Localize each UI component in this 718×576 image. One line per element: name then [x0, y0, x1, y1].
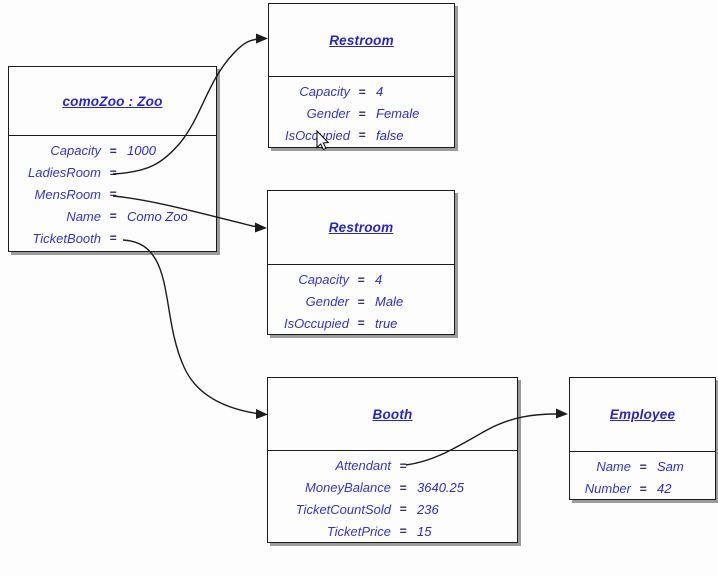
attr-value: Como Zoo: [127, 208, 188, 224]
attr-row-ladiesroom[interactable]: LadiesRoom =: [9, 162, 216, 184]
attr-row-gender[interactable]: Gender = Female: [269, 103, 454, 125]
attr-row-attendant[interactable]: Attendant =: [268, 455, 517, 477]
attr-name: IsOccupied: [284, 127, 350, 143]
attr-row-capacity[interactable]: Capacity = 4: [268, 269, 454, 291]
object-title[interactable]: Restroom: [329, 32, 394, 48]
attr-row-ticketprice[interactable]: TicketPrice = 15: [268, 520, 517, 542]
equals-sign: =: [639, 459, 647, 474]
equals-sign: =: [399, 480, 407, 495]
attr-value: Female: [376, 106, 420, 122]
object-title[interactable]: Booth: [372, 406, 413, 422]
object-box-employee[interactable]: Employee Name = Sam Number = 42: [569, 377, 716, 500]
equals-sign: =: [357, 272, 365, 287]
attr-row-capacity[interactable]: Capacity = 1000: [9, 140, 216, 162]
attr-value: Sam: [657, 459, 684, 475]
attr-name: Number: [584, 481, 631, 497]
equals-sign: =: [109, 143, 117, 158]
object-box-comozoo[interactable]: comoZoo : Zoo Capacity = 1000 LadiesRoom…: [8, 66, 217, 252]
title-compartment: comoZoo : Zoo: [9, 67, 216, 136]
ticketbooth-link[interactable]: [122, 239, 268, 419]
attr-name: Capacity: [298, 272, 349, 288]
title-compartment: Employee: [570, 378, 715, 452]
attr-value: 1000: [127, 143, 156, 159]
attr-name: Gender: [306, 106, 350, 122]
object-box-restroom-male[interactable]: Restroom Capacity = 4 Gender = Male IsOc…: [267, 190, 455, 335]
attr-row-capacity[interactable]: Capacity = 4: [269, 81, 454, 103]
equals-sign: =: [109, 209, 117, 224]
attribute-compartment: Capacity = 4 Gender = Male IsOccupied = …: [268, 265, 454, 334]
object-title[interactable]: comoZoo : Zoo: [62, 93, 163, 109]
attr-value: 42: [657, 481, 672, 497]
equals-sign: =: [639, 481, 647, 496]
equals-sign: =: [399, 502, 407, 517]
attr-value: 3640.25: [417, 480, 464, 496]
attr-name: LadiesRoom: [28, 165, 101, 181]
attr-name: Name: [596, 459, 631, 475]
attr-name: MoneyBalance: [305, 480, 391, 496]
attr-name: MensRoom: [34, 186, 101, 202]
attr-row-moneybalance[interactable]: MoneyBalance = 3640.25: [268, 477, 517, 499]
attribute-compartment: Capacity = 1000 LadiesRoom = MensRoom = …: [9, 136, 216, 249]
object-title[interactable]: Restroom: [328, 220, 394, 235]
attr-name: Capacity: [50, 143, 101, 159]
attr-row-ticketbooth[interactable]: TicketBooth =: [9, 227, 216, 249]
attr-name: Attendant: [335, 458, 391, 474]
equals-sign: =: [109, 165, 117, 180]
attr-value: false: [376, 127, 404, 143]
equals-sign: =: [399, 524, 407, 539]
equals-sign: =: [357, 316, 365, 331]
attr-value: true: [375, 315, 398, 331]
attr-name: Name: [66, 208, 101, 224]
object-box-restroom-female[interactable]: Restroom Capacity = 4 Gender = Female Is…: [268, 3, 455, 148]
object-box-booth[interactable]: Booth Attendant = MoneyBalance = 3640.25…: [267, 377, 518, 543]
attr-value: Male: [375, 294, 404, 310]
title-compartment: Booth: [268, 378, 517, 451]
attr-name: Gender: [305, 294, 349, 310]
attr-row-number[interactable]: Number = 42: [570, 478, 715, 500]
attr-value: 4: [376, 84, 384, 100]
title-compartment: Restroom: [269, 4, 454, 77]
attr-row-isoccupied[interactable]: IsOccupied = true: [268, 313, 454, 335]
attr-row-name[interactable]: Name = Como Zoo: [9, 205, 216, 227]
attr-name: TicketCountSold: [295, 501, 391, 517]
attr-value: 4: [375, 272, 383, 288]
equals-sign: =: [358, 106, 366, 121]
attribute-compartment: Name = Sam Number = 42: [570, 452, 715, 500]
attr-name: TicketBooth: [32, 230, 101, 246]
attr-row-gender[interactable]: Gender = Male: [268, 291, 454, 313]
equals-sign: =: [357, 294, 365, 309]
attr-row-name[interactable]: Name = Sam: [570, 456, 715, 478]
object-title[interactable]: Employee: [609, 407, 676, 422]
attribute-compartment: Attendant = MoneyBalance = 3640.25 Ticke…: [268, 451, 517, 542]
attr-name: Capacity: [299, 84, 350, 100]
attr-row-mensroom[interactable]: MensRoom =: [9, 184, 216, 206]
attribute-compartment: Capacity = 4 Gender = Female IsOccupied …: [269, 77, 454, 146]
attr-value: 15: [417, 523, 432, 539]
equals-sign: =: [109, 231, 117, 246]
equals-sign: =: [358, 84, 366, 99]
equals-sign: =: [358, 128, 366, 143]
equals-sign: =: [399, 458, 407, 473]
attr-row-isoccupied[interactable]: IsOccupied = false: [269, 125, 454, 147]
title-compartment: Restroom: [268, 191, 454, 265]
attr-name: IsOccupied: [283, 315, 349, 331]
equals-sign: =: [109, 187, 117, 202]
attr-row-ticketcountsold[interactable]: TicketCountSold = 236: [268, 499, 517, 521]
attr-value: 236: [417, 501, 439, 517]
attr-name: TicketPrice: [326, 523, 391, 539]
